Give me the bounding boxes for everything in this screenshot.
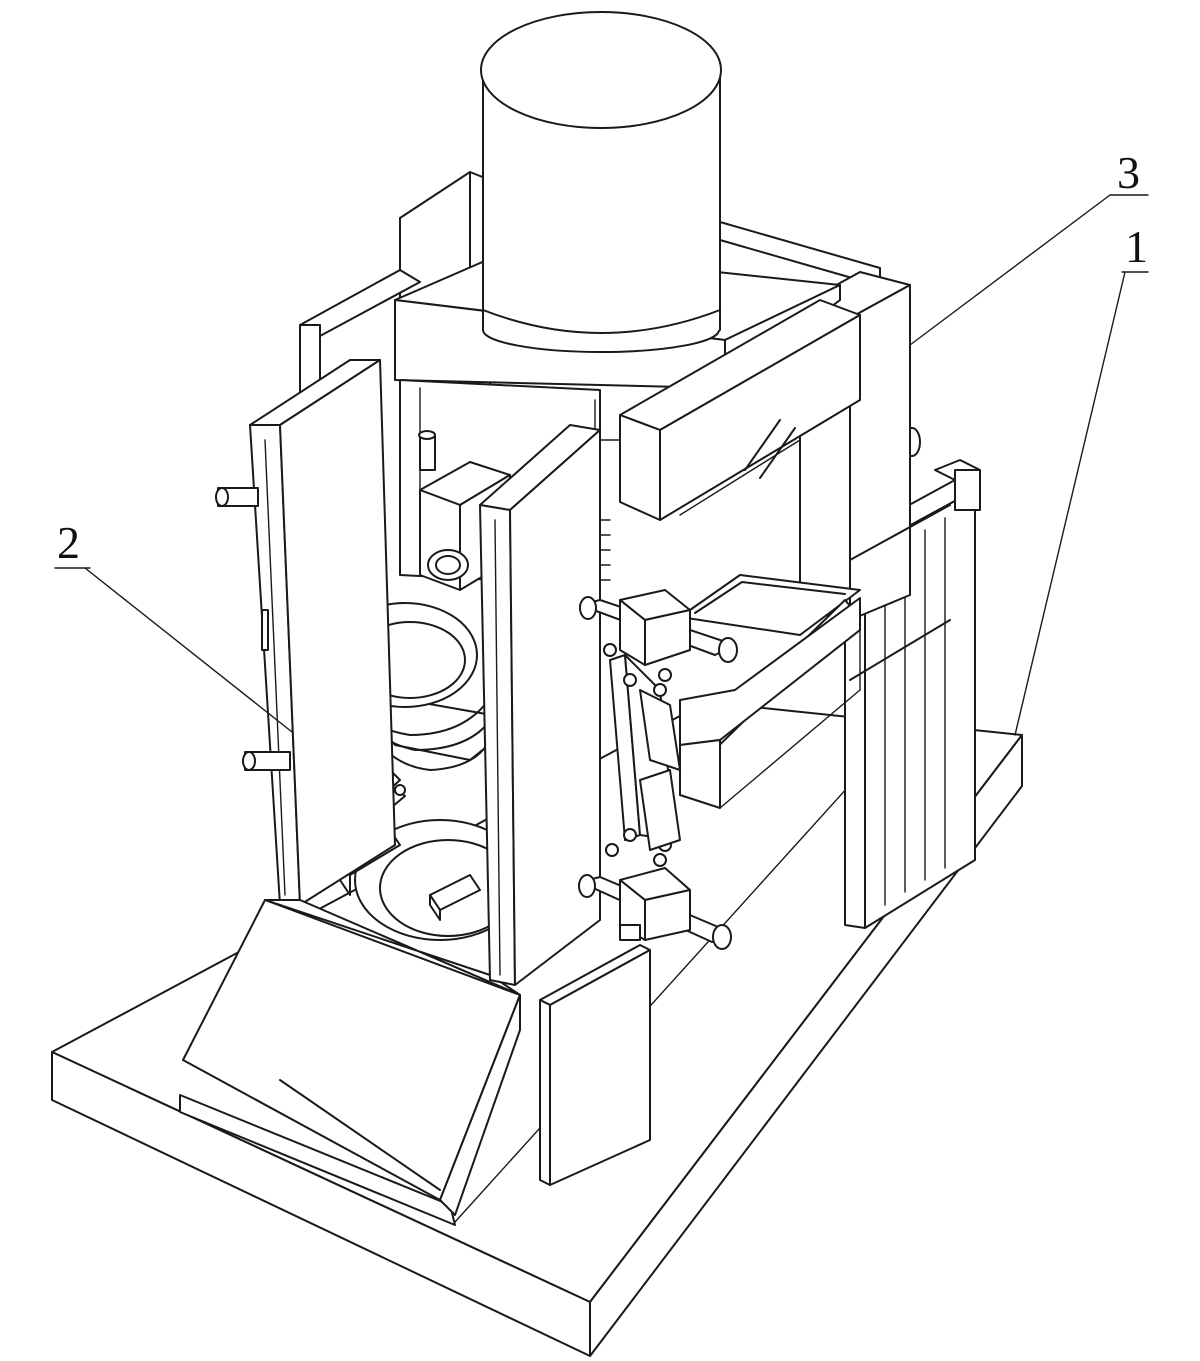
leader-line-3 [910, 195, 1110, 345]
left-panel [216, 360, 395, 905]
center-front-panel [480, 425, 600, 985]
motor [481, 12, 721, 352]
callout-2: 2 [57, 517, 80, 568]
leader-line-1 [1015, 272, 1125, 735]
callout-3: 3 [1117, 147, 1140, 198]
callout-1: 1 [1125, 221, 1148, 272]
